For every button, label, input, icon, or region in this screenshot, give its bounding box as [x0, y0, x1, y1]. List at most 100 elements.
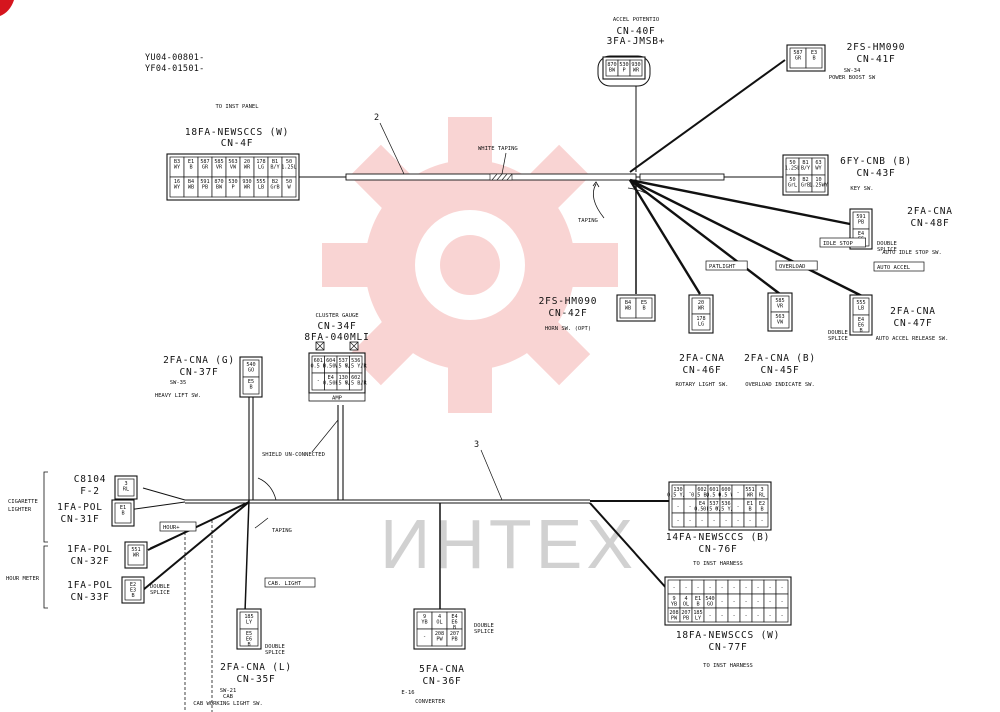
pin-label: 602	[697, 487, 706, 493]
pin-label: 563	[775, 314, 784, 320]
pin-label: 9	[672, 596, 675, 602]
connector-sub0: AUTO IDLE STOP SW.	[882, 250, 942, 256]
pin-label: 63	[815, 160, 821, 166]
pin-label: 208	[435, 631, 444, 637]
pin-label: -	[688, 504, 691, 510]
pin-label: LY	[695, 616, 702, 622]
pin-label: WR	[747, 493, 754, 499]
connector-sub0: SW-35	[170, 380, 187, 386]
connectors: B3WYE1B587GR585VR563VW20WR178LGB1B/Y501.…	[57, 17, 953, 707]
splice-label-2: SPLICE	[150, 590, 170, 596]
splice-label-1: DOUBLE	[150, 584, 170, 590]
pin-label: B	[760, 507, 763, 513]
connector-part: 2FA-CNA	[907, 206, 953, 217]
pin-label: 0.5 W	[718, 493, 734, 499]
pin-label: VW	[777, 320, 784, 326]
pin-cell	[349, 372, 363, 391]
pin-label: B2	[272, 179, 278, 185]
main-harness: 2 WHITE TAPING TAPING	[298, 59, 863, 298]
pin-label: 870	[214, 179, 223, 185]
connector-cn4f: B3WYE1B587GR585VR563VW20WR178LGB1B/Y501.…	[166, 104, 300, 201]
pin-label: 601	[709, 487, 718, 493]
taping-note-2: TAPING	[272, 528, 292, 534]
pin-label: 591	[200, 179, 209, 185]
pin-cell	[117, 478, 135, 497]
pin-label: OL	[683, 602, 689, 608]
connector-sub0: SW-21	[220, 688, 237, 694]
pin-label: -	[672, 585, 675, 591]
pin-label: LB	[258, 185, 264, 191]
pin-label: 10	[815, 177, 821, 183]
pin-label: -	[676, 518, 679, 524]
pin-label: -	[780, 599, 783, 605]
pin-cell	[635, 297, 653, 319]
connector-part: C8104	[74, 474, 107, 485]
pin-label: 585	[775, 298, 784, 304]
pin-label: 1.25L	[281, 165, 297, 171]
serial-2: YF04-01501-	[145, 64, 205, 74]
connector-cn: CN-4F	[221, 138, 254, 149]
pin-cell	[775, 607, 789, 623]
connector-cn77f: ----------9YB4OLE1B540GO------208PW207PB…	[664, 576, 792, 669]
pin-label: -	[780, 613, 783, 619]
pin-cell	[770, 311, 790, 329]
connector-cn: CN-32F	[70, 556, 109, 567]
pin-label: E2	[759, 501, 765, 507]
pin-label: 3	[124, 481, 127, 487]
pin-label: E6	[451, 620, 457, 626]
pin-label: 178	[256, 159, 265, 165]
connector-cn: CN-34F	[317, 321, 356, 332]
pin-label: 1.25WY	[809, 183, 829, 189]
pin-label: OL	[436, 620, 442, 626]
pin-label: 536	[351, 358, 360, 364]
pin-cell	[239, 628, 259, 647]
pin-label: 20	[698, 300, 704, 306]
pin-label: 50	[789, 160, 795, 166]
pin-label: 16	[174, 179, 180, 185]
pin-label: 20	[244, 159, 250, 165]
connector-part: 14FA-NEWSCCS (B)	[666, 532, 770, 543]
connector-cn: CN-46F	[682, 365, 721, 376]
pin-label: 587	[200, 159, 209, 165]
pin-label: -	[696, 585, 699, 591]
connector-part: 6FY-CNB (B)	[840, 156, 912, 167]
connector-cn: CN-77F	[708, 642, 747, 653]
connector-tag: IDLE STOP	[823, 241, 853, 247]
connector-cn: F-2	[80, 486, 100, 497]
splice-label-2: SPLICE	[474, 629, 494, 635]
pin-label: 587	[793, 50, 802, 56]
pin-cell	[124, 579, 142, 601]
pin-label: 0.5 Y/R	[715, 507, 738, 513]
pin-label: 130	[673, 487, 682, 493]
pin-label: -	[720, 613, 723, 619]
pin-label: PW	[671, 616, 678, 622]
pin-cell	[811, 174, 826, 193]
pin-label: -	[708, 613, 711, 619]
cigarette-note-2: LIGHTER	[8, 507, 32, 513]
pin-label: -	[744, 613, 747, 619]
pin-cell	[629, 59, 643, 77]
pin-label: 208	[669, 610, 678, 616]
pin-label: E4	[699, 501, 705, 507]
pin-label: E2	[130, 582, 136, 588]
pin-label: B/Y	[270, 165, 280, 171]
pin-label: -	[720, 599, 723, 605]
pin-label: GrB	[270, 185, 279, 191]
pin-cell	[446, 628, 463, 647]
connector-cn36f: 9YB4OLE4E6B-208PW207PB5FA-CNACN-36FE-16C…	[401, 608, 494, 705]
lower-harness: 3 SHIELD UN-CONNECTED TAPING CIGARETTE L…	[6, 395, 670, 712]
pin-label: PB	[858, 220, 864, 226]
connector-cn: CN-36F	[422, 676, 461, 687]
pin-label: 3	[760, 487, 763, 493]
pin-label: -	[688, 490, 691, 496]
pin-label: B	[131, 593, 134, 599]
pin-label: -	[768, 613, 771, 619]
pin-label: -	[736, 490, 739, 496]
pin-label: VR	[777, 304, 784, 310]
connector-sub1: POWER BOOST SW	[829, 75, 876, 81]
